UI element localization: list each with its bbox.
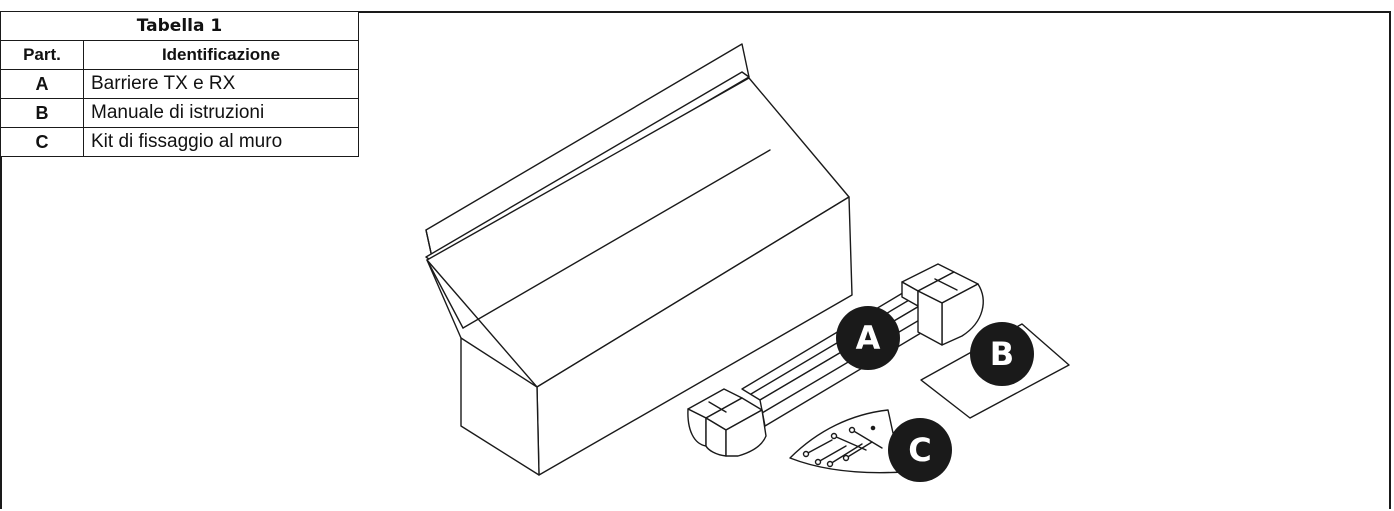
table-row: C Kit di fissaggio al muro bbox=[0, 127, 359, 157]
header-identification: Identificazione bbox=[83, 40, 359, 70]
figure-frame bbox=[0, 11, 1391, 509]
callout-a-label: A bbox=[856, 319, 881, 357]
row-identification: Kit di fissaggio al muro bbox=[83, 127, 359, 157]
callout-a: A bbox=[836, 306, 900, 370]
table-header-row: Part. Identificazione bbox=[0, 40, 359, 70]
callout-b: B bbox=[970, 322, 1034, 386]
table-title: Tabella 1 bbox=[0, 11, 359, 41]
row-part: C bbox=[0, 127, 84, 157]
callout-c-label: C bbox=[908, 431, 931, 469]
parts-table: Tabella 1 Part. Identificazione A Barrie… bbox=[0, 11, 359, 157]
table-title-row: Tabella 1 bbox=[0, 11, 359, 41]
header-part: Part. bbox=[0, 40, 84, 70]
box-drawing bbox=[425, 43, 853, 476]
fixing-kit-drawing bbox=[789, 409, 903, 474]
callout-b-label: B bbox=[990, 335, 1014, 373]
callout-c: C bbox=[888, 418, 952, 482]
